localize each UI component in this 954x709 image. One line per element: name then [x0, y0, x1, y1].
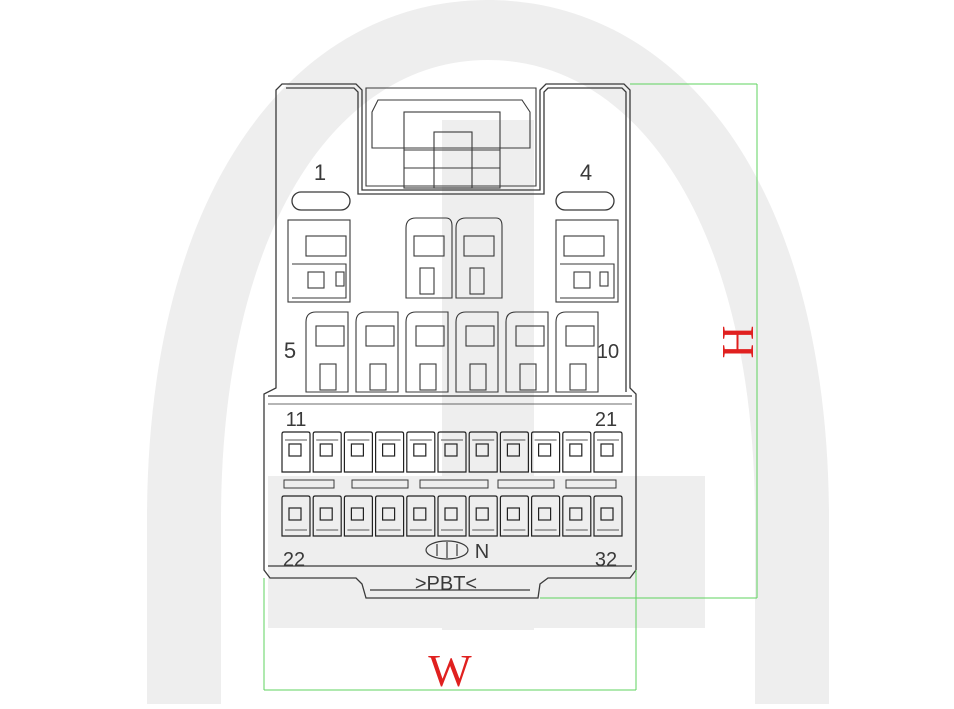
separator-bar [419, 479, 489, 489]
pin-label-11: 11 [286, 409, 307, 431]
pin-label-32: 32 [595, 549, 617, 571]
pin-label-1: 1 [314, 160, 326, 185]
cavity-small-b [455, 217, 503, 299]
width-label: W [428, 645, 472, 696]
terminal-lower [499, 495, 529, 537]
terminal-upper [343, 431, 373, 473]
terminal-lower [531, 495, 561, 537]
dimension-lines [263, 83, 758, 691]
cavity-mid-3 [405, 311, 449, 393]
terminal-upper [312, 431, 342, 473]
separator-bars [283, 479, 617, 489]
connector-body [263, 83, 637, 599]
pin-label-10: 10 [597, 341, 619, 363]
ground-letter: N [475, 541, 489, 563]
terminal-lower [281, 495, 311, 537]
middle-row-cavities [305, 311, 599, 393]
terminal-lower [312, 495, 342, 537]
terminal-lower [437, 495, 467, 537]
ground-symbol-icon [425, 540, 469, 560]
terminal-lower [406, 495, 436, 537]
cavity-mid-5 [505, 311, 549, 393]
terminal-lower [593, 495, 623, 537]
cavity-mid-6 [555, 311, 599, 393]
separator-bar [351, 479, 409, 489]
material-mark: >PBT< [415, 573, 477, 595]
terminal-lower [468, 495, 498, 537]
terminal-lower [343, 495, 373, 537]
terminal-upper [593, 431, 623, 473]
cavity-mid-2 [355, 311, 399, 393]
cavity-mid-1 [305, 311, 349, 393]
separator-bar [283, 479, 335, 489]
oval-keys [291, 191, 615, 211]
pin-label-21: 21 [595, 409, 617, 431]
terminal-row-upper [281, 431, 623, 473]
pin-label-22: 22 [283, 549, 305, 571]
top-row-cavities [287, 217, 619, 303]
oval-key-right [555, 191, 615, 211]
terminal-row-lower [281, 495, 623, 537]
separator-bar [497, 479, 555, 489]
terminal-upper [375, 431, 405, 473]
watermark-logo [147, 0, 829, 704]
terminal-upper [281, 431, 311, 473]
terminal-upper [499, 431, 529, 473]
terminal-upper [406, 431, 436, 473]
terminal-lower [562, 495, 592, 537]
terminal-lower [375, 495, 405, 537]
terminal-upper [437, 431, 467, 473]
pin-label-4: 4 [580, 160, 592, 185]
cavity-mid-4 [455, 311, 499, 393]
separator-bar [565, 479, 617, 489]
top-latch [365, 87, 537, 189]
oval-key-left [291, 191, 351, 211]
cavity-large-right [555, 219, 619, 303]
cavity-small-a [405, 217, 453, 299]
pin-label-5: 5 [284, 338, 296, 363]
terminal-upper [468, 431, 498, 473]
height-label: H [712, 325, 763, 358]
terminal-upper [531, 431, 561, 473]
terminal-upper [562, 431, 592, 473]
cavity-large-left [287, 219, 351, 303]
